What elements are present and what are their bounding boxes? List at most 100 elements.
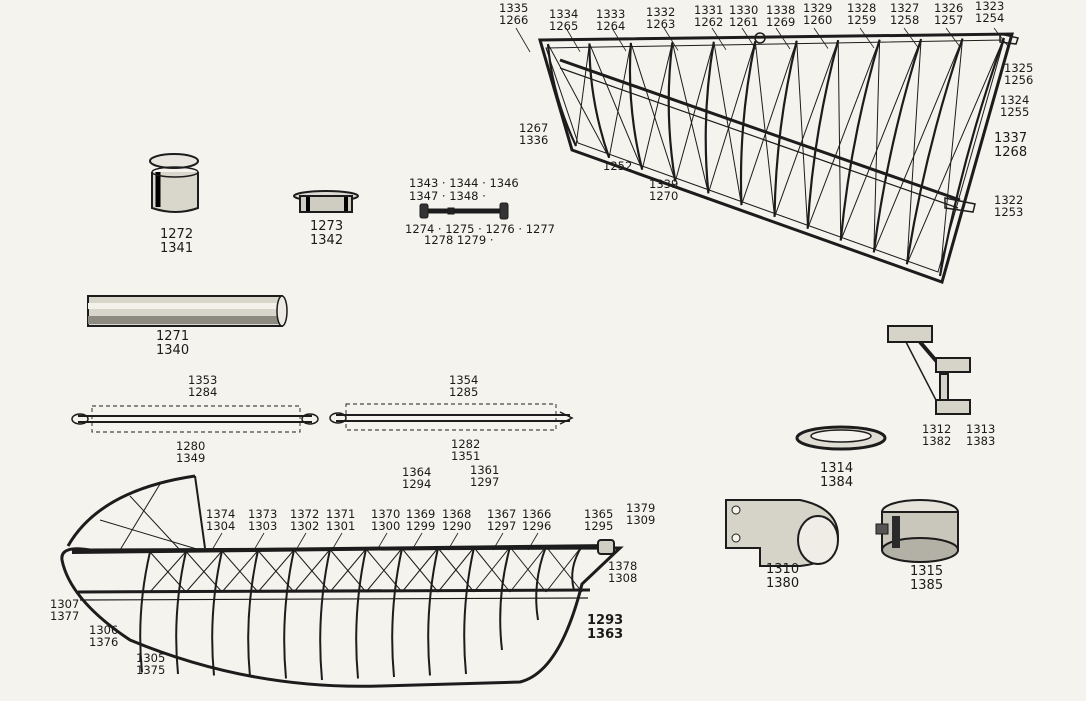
upper-wing-rib (667, 42, 677, 182)
bolt-label-b: 1347 · 1348 · (409, 189, 486, 203)
lower-wing-brace (545, 545, 583, 593)
ring-flat (795, 425, 887, 451)
strut-left (71, 405, 319, 433)
upper-wing-brace (713, 41, 742, 206)
upper-wing-rib (628, 42, 644, 170)
upper-wing-leader (741, 27, 757, 50)
bolt-label-c: 1274 · 1275 · 1276 · 1277 (405, 222, 555, 236)
lower-wing-rib (535, 546, 547, 621)
lower-wing-brace (293, 549, 331, 593)
lower-wing-brace (149, 551, 187, 593)
upper-wing-leader (903, 27, 919, 48)
lower-wing-leader (331, 532, 343, 551)
lower-wing-leader (411, 532, 423, 551)
lower-wing-rib (355, 548, 367, 679)
upper-wing-rib (773, 40, 798, 217)
bracket-pair (887, 325, 971, 415)
upper-wing-rib (839, 39, 881, 241)
upper-wing-rib (546, 43, 577, 147)
lower-wing-brace (329, 548, 367, 593)
lower-wing-rib (499, 546, 511, 651)
lower-wing-rib (139, 551, 151, 673)
lower-wing-brace (129, 495, 181, 551)
upper-wing-brace (754, 41, 776, 217)
upper-wing-leader (611, 27, 627, 52)
upper-wing-brace (671, 42, 709, 194)
upper-wing-brace (873, 38, 964, 253)
lower-wing-rib (391, 548, 403, 678)
upper-wing-rib (739, 41, 757, 206)
lower-wing-brace (365, 548, 403, 593)
upper-wing-leader (945, 27, 961, 48)
upper-wing-brace (796, 40, 809, 229)
upper-wing-rib (704, 41, 715, 194)
lower-wing-rib (175, 551, 187, 675)
upper-wing-leader (775, 27, 791, 50)
upper-wing-leader (663, 27, 679, 51)
lower-wing-leader (295, 532, 307, 551)
lower-wing-leader (492, 532, 504, 551)
upper-wing-leader (813, 27, 829, 49)
bushing-flange (293, 190, 359, 213)
upper-wing-leader (859, 27, 875, 49)
lower-wing-rib (571, 545, 583, 591)
lower-wing-brace (257, 549, 295, 593)
collar-part (875, 499, 959, 563)
upper-wing-rib (806, 39, 840, 229)
lower-wing-brace (119, 483, 161, 551)
upper-wing-rib (938, 37, 1006, 277)
lower-wing-rib (427, 547, 439, 676)
upper-wing-leader (565, 27, 581, 52)
upper-wing-leader (515, 27, 531, 53)
upper-wing-brace (873, 39, 881, 253)
upper-wing-rib (872, 38, 923, 253)
lower-wing-brace (185, 550, 223, 593)
lower-wing-leader (376, 532, 388, 551)
clamp-part (725, 499, 840, 567)
upper-wing-rib (588, 43, 611, 159)
lower-wing-brace (221, 550, 259, 593)
upper-wing-brace (906, 37, 1005, 265)
lower-wing-brace (509, 546, 547, 593)
lower-wing-leader (527, 532, 539, 551)
lower-wing-leader (253, 532, 265, 551)
lower-wing-leader (447, 532, 459, 551)
bolt-label-a: 1343 · 1344 · 1346 (409, 176, 519, 190)
upper-wing-brace (707, 41, 756, 194)
lower-wing-frame (60, 474, 624, 688)
lower-wing-brace (99, 519, 201, 551)
strut-right (329, 403, 574, 431)
upper-wing-brace (674, 41, 715, 182)
upper-wing-brace (547, 43, 610, 159)
bolt-label-d: 1278 1279 · (424, 233, 494, 247)
